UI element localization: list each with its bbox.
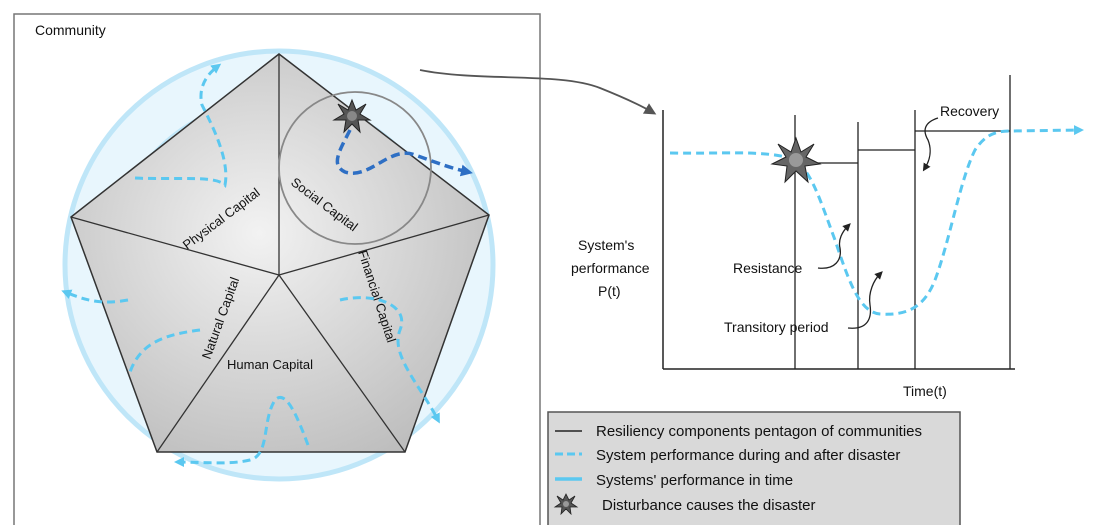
social-path (335, 129, 473, 177)
legend-item-pentagon: Resiliency components pentagon of commun… (555, 423, 922, 440)
legend-item-dashed: System performance during and after disa… (555, 447, 900, 464)
resilience-graph: System's performance P(t) Time(t) Recove… (571, 75, 1084, 399)
legend-box (547, 411, 961, 525)
legend-solid-text: Systems' performance in time (596, 472, 793, 489)
legend-item-burst: Disturbance causes the disaster (553, 493, 815, 516)
annotation-arrows (817, 117, 939, 329)
transitory-period-label: Transitory period (724, 319, 829, 335)
legend-dashed-text: System performance during and after disa… (596, 447, 900, 464)
starburst-icon (553, 493, 579, 516)
y-axis-label-line3: P(t) (598, 283, 621, 299)
legend-burst-text: Disturbance causes the disaster (602, 497, 815, 514)
zoom-circle (278, 91, 432, 245)
y-axis-label-line1: System's (578, 237, 634, 253)
physical-path (134, 63, 228, 189)
recovery-label: Recovery (940, 103, 999, 119)
resistance-label: Resistance (733, 260, 802, 276)
performance-paths (65, 63, 440, 468)
legend: Resiliency components pentagon of commun… (547, 411, 961, 525)
human-capital-label: Human Capital (227, 357, 313, 372)
natural-path (65, 292, 201, 373)
performance-curve (669, 125, 1084, 316)
legend-pentagon-text: Resiliency components pentagon of commun… (596, 423, 922, 440)
resiliency-pentagon (70, 53, 490, 453)
financial-path (339, 296, 440, 424)
legend-item-solid: Systems' performance in time (555, 472, 793, 489)
x-axis-label: Time(t) (903, 383, 947, 399)
starburst-icon (332, 98, 372, 134)
human-path (174, 396, 310, 468)
zoom-connector-arrow (419, 69, 657, 115)
starburst-icon (770, 136, 822, 184)
y-axis-label-line2: performance (571, 260, 650, 276)
pentagon-spokes (70, 54, 490, 453)
community-panel: Community Physical Capital Social Capita… (13, 13, 541, 525)
community-label: Community (35, 22, 106, 38)
